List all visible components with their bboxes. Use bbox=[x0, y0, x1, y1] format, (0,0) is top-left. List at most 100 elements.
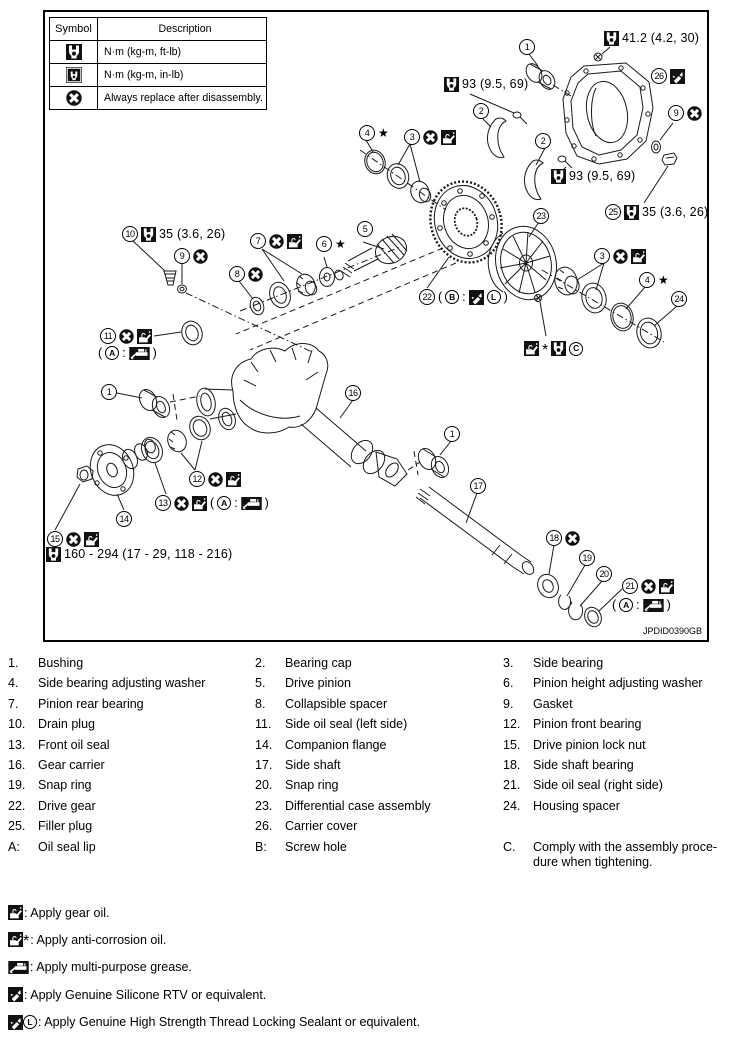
callout-circle: 15 bbox=[47, 531, 63, 547]
note-text: : Apply multi-purpose grease. bbox=[30, 960, 192, 975]
part-label: Housing spacer bbox=[533, 798, 620, 813]
parts-list-item: 21.Side oil seal (right side) bbox=[503, 778, 740, 798]
part-label: Pinion front bearing bbox=[533, 717, 642, 732]
part-label: Drive pinion bbox=[285, 676, 352, 691]
part-number: A: bbox=[8, 839, 20, 854]
note-text: : Apply Genuine High Strength Thread Loc… bbox=[38, 1015, 420, 1030]
circled-letter-l: L bbox=[486, 290, 501, 304]
part-number: 4. bbox=[8, 676, 19, 691]
parts-list-item: 1.Bushing bbox=[8, 656, 255, 676]
gear-oil-icon bbox=[659, 579, 674, 594]
grease-icon bbox=[129, 347, 150, 360]
part-label: Drain plug bbox=[38, 717, 95, 732]
legend-header-description: Description bbox=[97, 17, 267, 41]
parts-list-item: 3. Side bearing bbox=[503, 656, 740, 676]
torque-value: 93 (9.5, 69) bbox=[462, 77, 529, 92]
note-gear-oil: : Apply gear oil. bbox=[8, 905, 420, 920]
circled-letter-a: A bbox=[217, 496, 232, 510]
grease-icon bbox=[241, 497, 262, 510]
torque-value: 35 (3.6, 26) bbox=[159, 226, 226, 241]
callout-adjusting-washer-right: 4 ★ bbox=[639, 272, 669, 288]
callout-circle: 11 bbox=[100, 328, 116, 344]
part-label: Side oil seal (left side) bbox=[285, 717, 408, 732]
paren-close: ) bbox=[152, 345, 157, 360]
callout-bushing-left: 1 bbox=[101, 384, 117, 400]
part-label: Bushing bbox=[38, 656, 84, 670]
callout-bearing-cap-upper: 2 bbox=[473, 103, 489, 119]
torque-value: 41.2 (4.2, 30) bbox=[622, 31, 700, 46]
callout-side-shaft-bearing: 18 bbox=[546, 530, 580, 546]
rtv-icon bbox=[8, 1015, 23, 1030]
star-mark: ★ bbox=[658, 273, 669, 287]
torque-ftlb-icon bbox=[604, 31, 619, 46]
torque-label-bearing-cap-upper: 93 (9.5, 69) bbox=[444, 77, 528, 92]
callout-circle: 20 bbox=[596, 566, 612, 582]
callout-circle: 10 bbox=[122, 226, 138, 242]
gear-oil-icon bbox=[84, 532, 99, 547]
rtv-icon bbox=[670, 69, 685, 84]
part-label: Side bearing bbox=[533, 656, 604, 670]
part-number: 11. bbox=[255, 717, 272, 732]
part-label: Screw hole bbox=[285, 839, 347, 854]
parts-list-item: 17.Side shaft bbox=[255, 758, 503, 778]
parts-list-item: 24. Housing spacer bbox=[503, 799, 740, 819]
parts-list-item: 14.Companion flange bbox=[255, 738, 503, 758]
star-mark: ★ bbox=[335, 237, 346, 251]
part-label: Comply with the assembly proce- dure whe… bbox=[533, 839, 718, 869]
callout-drain-plug: 10 35 (3.6, 26) bbox=[122, 226, 225, 242]
gear-oil-icon bbox=[8, 905, 23, 920]
part-number: 3. bbox=[503, 656, 514, 670]
part-number: 25. bbox=[8, 819, 26, 834]
callout-pinion-height-washer: 6 ★ bbox=[316, 236, 346, 252]
part-number: 5. bbox=[255, 676, 266, 691]
replace-icon bbox=[565, 531, 580, 546]
replace-icon bbox=[423, 130, 438, 145]
parts-list-item: 19. Snap ring bbox=[8, 778, 255, 798]
replace-icon bbox=[119, 329, 134, 344]
callout-bushing-top: 1 bbox=[519, 39, 535, 55]
callout-drive-gear: 22 ( B : L ) bbox=[419, 289, 508, 305]
callout-circle: 6 bbox=[316, 236, 332, 252]
colon: : bbox=[636, 597, 640, 612]
parts-list-item: 7.Pinion rear bearing bbox=[8, 697, 255, 717]
gear-oil-icon bbox=[631, 249, 646, 264]
label-case-bolt-lubricant: * C bbox=[524, 341, 584, 358]
parts-list-item: 22.Drive gear bbox=[8, 799, 255, 819]
torque-ftlb-icon bbox=[46, 547, 61, 562]
part-label: Bearing cap bbox=[285, 656, 352, 670]
part-label: Snap ring bbox=[38, 778, 92, 793]
part-number: 15. bbox=[503, 737, 521, 752]
torque-ftlb-icon bbox=[551, 341, 566, 356]
parts-list-item: 5. Drive pinion bbox=[255, 676, 503, 696]
part-number: 9. bbox=[503, 696, 514, 711]
gear-oil-icon bbox=[192, 496, 207, 511]
callout-collapsible-spacer: 8 bbox=[229, 266, 263, 282]
part-label: Side shaft bearing bbox=[533, 757, 634, 772]
circled-letter-a: A bbox=[619, 598, 634, 612]
part-number: 6. bbox=[503, 676, 514, 691]
legend-header-symbol: Symbol bbox=[49, 17, 98, 41]
part-number: 24. bbox=[503, 798, 521, 813]
torque-inlb-icon bbox=[66, 67, 82, 83]
part-label: Side oil seal (right side) bbox=[533, 778, 663, 793]
callout-circle: 7 bbox=[250, 233, 266, 249]
part-number: 14. bbox=[255, 737, 273, 752]
callout-drive-pinion: 5 bbox=[357, 221, 373, 237]
legend-desc-inlb: N·m (kg-m, in-lb) bbox=[97, 63, 267, 87]
gear-oil-icon bbox=[226, 472, 241, 487]
part-number: 19. bbox=[8, 778, 26, 793]
torque-label-lock-nut: 160 - 294 (17 - 29, 118 - 216) bbox=[46, 547, 232, 562]
callout-circle: 26 bbox=[651, 68, 667, 84]
callout-front-oil-seal: 13 ( A : ) bbox=[155, 495, 269, 511]
parts-list-item: C.Comply with the assembly proce- dure w… bbox=[503, 840, 740, 870]
callout-circle: 9 bbox=[174, 248, 190, 264]
callout-adjusting-washer-left: 4 ★ bbox=[359, 125, 389, 141]
exploded-diagram-art bbox=[54, 46, 678, 628]
parts-list-item: A:Oil seal lip bbox=[8, 840, 255, 870]
part-label: Gear carrier bbox=[38, 757, 105, 772]
part-number: 17. bbox=[255, 757, 273, 772]
callout-circle: 12 bbox=[189, 471, 205, 487]
part-number: 10. bbox=[8, 717, 26, 732]
callout-gasket-right: 9 bbox=[668, 105, 702, 121]
